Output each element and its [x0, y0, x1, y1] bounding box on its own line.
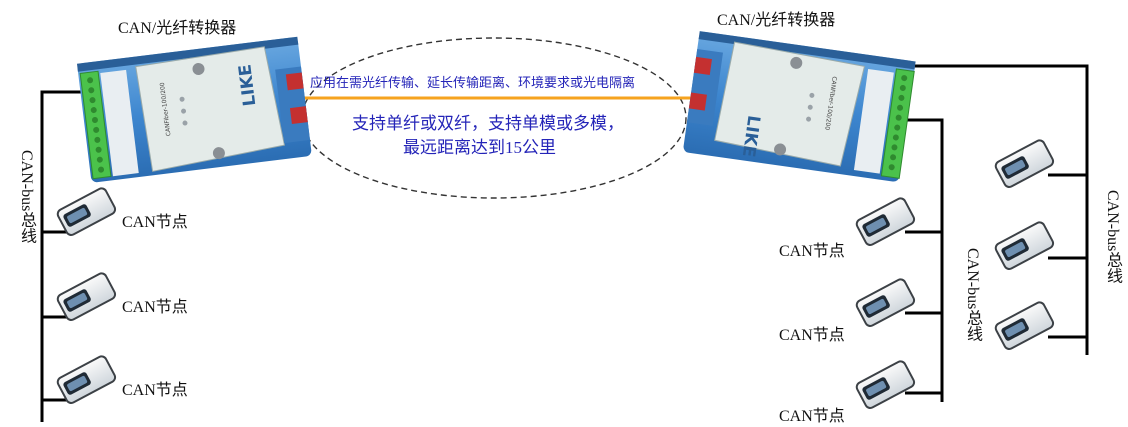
fiber-note-top: 应用在需光纤传输、延长传输距离、环境要求或光电隔离: [310, 76, 636, 91]
right-bus-outer-label: CAN-bus总线: [1104, 190, 1121, 284]
can-node-icon: [56, 187, 117, 236]
can-node-icon: [56, 272, 117, 321]
fiber-note-line1: 支持单纤或双纤，支持单模或多模，: [352, 114, 624, 133]
left-converter-device: LIKE CANFiber-100/200: [76, 36, 312, 183]
right-converter-device: LIKE CANFiber-100/200: [683, 31, 916, 182]
can-node-icon: [855, 197, 916, 246]
left-bus-label: CAN-bus总线: [18, 150, 35, 244]
can-node-label: CAN节点: [122, 382, 188, 399]
right-bus-outer: [905, 64, 1089, 355]
can-node-icon: [994, 221, 1055, 270]
can-node-label: CAN节点: [779, 327, 845, 344]
can-node-icon: [855, 360, 916, 409]
fiber-note-line2: 最远距离达到15公里: [403, 138, 556, 157]
can-node-label: CAN节点: [122, 214, 188, 231]
can-node-label: CAN节点: [122, 299, 188, 316]
can-node-label: CAN节点: [779, 243, 845, 260]
right-bus-inner-label: CAN-bus总线: [964, 248, 981, 342]
can-node-icon: [56, 355, 117, 404]
left-converter-title: CAN/光纤转换器: [118, 20, 237, 37]
right-converter-title: CAN/光纤转换器: [717, 12, 836, 29]
can-node-icon: [994, 139, 1055, 188]
right-bus-inner: [905, 118, 944, 402]
can-node-label: CAN节点: [779, 408, 845, 425]
can-node-icon: [994, 301, 1055, 350]
can-node-icon: [855, 278, 916, 327]
